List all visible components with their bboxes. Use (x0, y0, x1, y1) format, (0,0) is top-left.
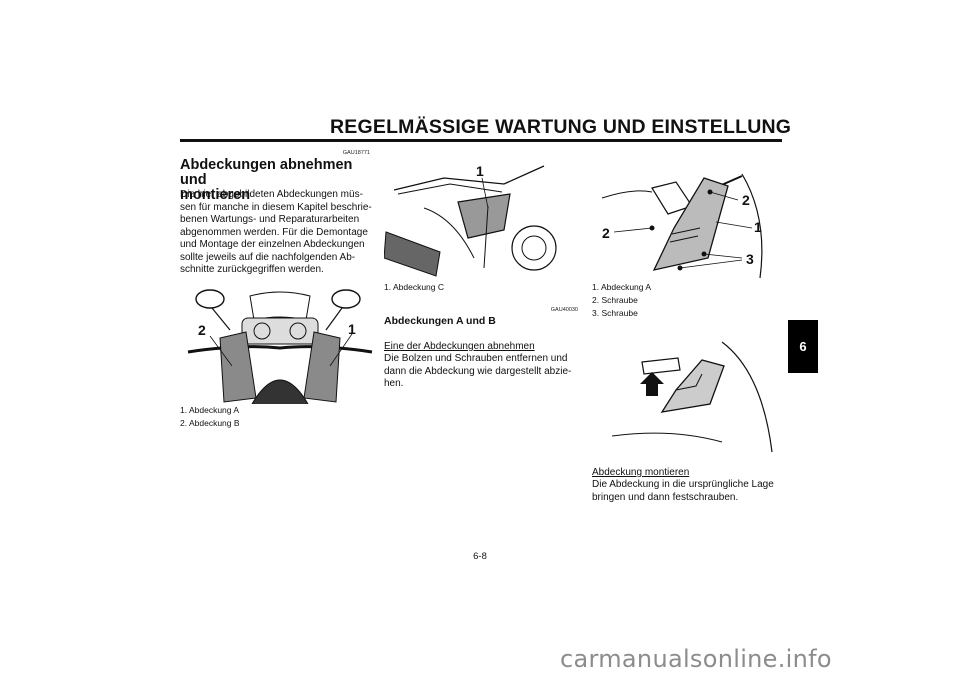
figure-cover-a-screws: 2 1 2 3 (592, 158, 784, 282)
watermark: carmanualsonline.info (560, 645, 832, 673)
heading-line-2: montieren (180, 187, 251, 203)
chapter-tab[interactable]: 6 (788, 320, 818, 373)
figure-label-2: 2 (602, 225, 610, 241)
figure-label-3: 3 (746, 251, 754, 267)
figure-caption-list: 1. Abdeckung C (384, 281, 444, 294)
caption-item: 2. Schraube (592, 295, 638, 305)
subsection-heading: Abdeckungen A und B (384, 315, 496, 327)
caption-item: 1. Abdeckung A (180, 405, 240, 415)
heading-line-1: Abdeckungen abnehmen und (180, 157, 353, 188)
section-code: GAU40030 (550, 307, 578, 313)
figure-label-2: 2 (198, 322, 206, 338)
figure-label-1: 1 (754, 219, 762, 235)
section-heading: Abdeckungen abnehmen und montieren (180, 158, 380, 203)
figure-label-1: 1 (476, 163, 484, 179)
figure-cover-removal (592, 332, 784, 456)
section-code: GAU18771 (342, 150, 370, 156)
figure-cover-c: 1 (384, 158, 580, 282)
procedure-text-install: Die Abdeckung in die ursprüngliche Lage … (592, 479, 774, 503)
caption-item: 1. Abdeckung A (592, 282, 652, 292)
procedure-heading-remove: Eine der Abdeckungen abnehmen (384, 341, 535, 352)
page-header-title: REGELMÄSSIGE WARTUNG UND EINSTELLUNG (330, 116, 792, 138)
procedure-heading-install: Abdeckung montieren (592, 467, 690, 478)
caption-item: 3. Schraube (592, 308, 638, 318)
caption-item: 2. Abdeckung B (180, 418, 240, 428)
figure-caption-list: 1. Abdeckung A 2. Abdeckung B (180, 404, 240, 430)
intro-paragraph: Die hier abgebildeten Abdeckungen müs-se… (180, 189, 372, 275)
figure-caption-list: 1. Abdeckung A 2. Schraube 3. Schraube (592, 281, 651, 320)
caption-item: 1. Abdeckung C (384, 282, 445, 292)
figure-label-1: 1 (348, 321, 356, 337)
header-rule (180, 139, 782, 142)
figure-handlebar-covers: 2 1 (180, 286, 380, 404)
figure-label-2: 2 (742, 192, 750, 208)
procedure-text-remove: Die Bolzen und Schrauben entfernen und d… (384, 353, 572, 389)
page-number: 6-8 (473, 551, 487, 562)
